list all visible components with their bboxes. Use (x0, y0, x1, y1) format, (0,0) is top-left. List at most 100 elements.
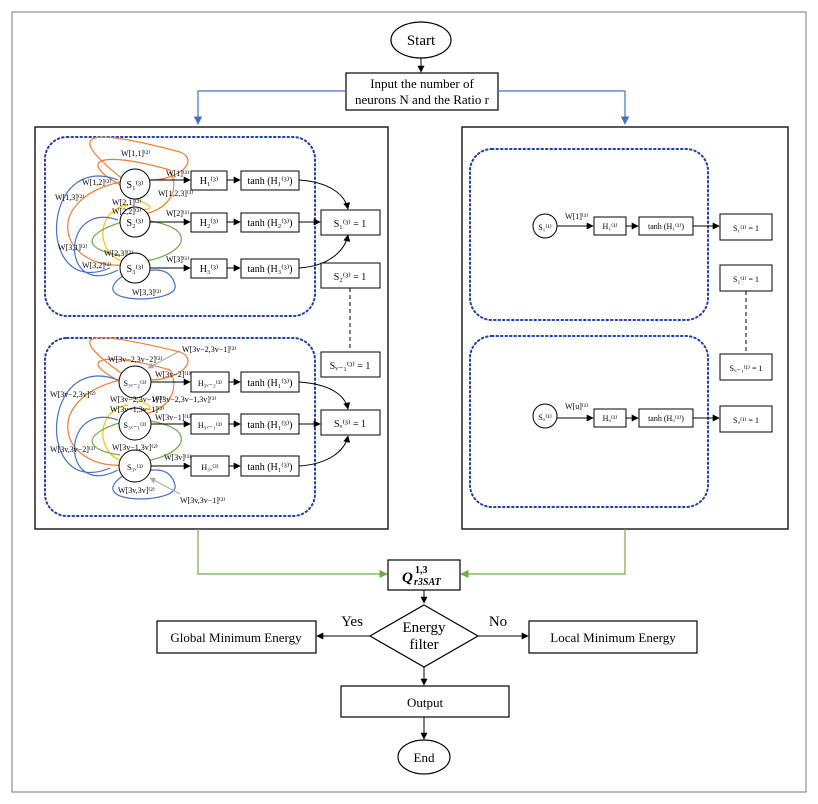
end-terminator (397, 739, 451, 775)
input-line1: Input the number of (370, 76, 474, 91)
energy-filter-decision (368, 604, 480, 668)
state-s1-3-box (320, 209, 381, 236)
weight-b5: W[3v−1,3v−1]⁽²⁾ (110, 405, 164, 414)
state-sv1-3: Sᵥ₋₁⁽³⁾ = 1 (330, 361, 371, 372)
weight-b2: W[3v−2,3v−2]⁽²⁾ (108, 355, 162, 364)
tanh-b1-label: tanh (H₁⁽³⁾) (248, 378, 293, 389)
weight-w21: W[2,1]⁽²⁾ (112, 198, 141, 207)
input-process-box (345, 72, 499, 111)
filter-line1: Energy (402, 620, 446, 636)
local-min-label: Local Minimum Energy (550, 630, 676, 645)
filter-line2: filter (409, 637, 438, 653)
neuron-s1-3 (119, 168, 151, 200)
weight-w1-3: W[3]⁽¹⁾ (166, 255, 189, 264)
blue-arrow-right (498, 90, 630, 125)
neuron-su-1 (532, 403, 558, 429)
green-arrow-left (197, 529, 388, 579)
weight-w123: W[1,2,3]⁽³⁾ (158, 189, 193, 198)
state-s2-3: S₂⁽³⁾ = 1 (334, 272, 367, 283)
neuron-s3v-1-label: S₃ᵥ₋₁⁽³⁾ (124, 421, 147, 430)
state-su1-1: Sᵤ₋₁⁽¹⁾ = 1 (730, 364, 763, 373)
output-label: Output (407, 695, 444, 710)
global-min-box (156, 620, 317, 654)
right-bottom-cluster-border (469, 335, 709, 508)
global-min-label: Global Minimum Energy (170, 630, 302, 645)
weight-b7: W[3v,3v−2]⁽²⁾ (50, 445, 95, 454)
h3v2-label: H₃ᵥ₋₂⁽³⁾ (198, 379, 222, 388)
weight-b1-3: W[3v]⁽¹⁾ (164, 453, 191, 462)
weight-b4: W[3v−2,3v−1]⁽²⁾ (110, 395, 164, 404)
end-label: End (414, 750, 435, 765)
weight-b3: W[3v−2,3v]⁽²⁾ (50, 390, 96, 399)
output-box (340, 685, 510, 718)
weight-w31: W[3,1]⁽²⁾ (58, 243, 87, 252)
state-su1-1-box (719, 353, 773, 381)
input-line2: neurons N and the Ratio r (355, 92, 490, 107)
blue-arrow-left (193, 90, 346, 125)
state-su-1-box (719, 405, 773, 433)
state-su-1: Sᵤ⁽¹⁾ = 1 (733, 416, 759, 425)
q-r3sat-sub: r3SAT (414, 577, 442, 588)
local-min-box (528, 620, 698, 654)
neuron-su-1-label: Sᵤ⁽¹⁾ (538, 413, 551, 422)
neuron-s3-3-label: S₃⁽³⁾ (127, 264, 144, 275)
h3v1-label: H₃ᵥ₋₁⁽³⁾ (198, 421, 222, 430)
neuron-s2-3-label: S₂⁽³⁾ (127, 218, 144, 229)
h2-3-label: H₂⁽³⁾ (200, 218, 219, 229)
state-s2-1: S₂⁽¹⁾ = 1 (733, 275, 759, 284)
state-sv1-3-box (320, 351, 381, 378)
tanh-r1-label: tanh (H₁⁽¹⁾) (648, 222, 684, 231)
neuron-s3v-label: S₃ᵥ⁽³⁾ (127, 463, 143, 472)
tanh3-3-label: tanh (H₃⁽³⁾) (248, 264, 293, 275)
neuron-s1-1-label: S₁⁽¹⁾ (538, 223, 552, 232)
state-s2-1-box (719, 264, 773, 292)
state-sv-3-box (320, 409, 381, 436)
tanh-b3-label: tanh (H₁⁽³⁾) (248, 462, 293, 473)
left-bottom-cluster-border (44, 337, 316, 517)
tanh2-3-label: tanh (H₂⁽³⁾) (248, 218, 293, 229)
h1-1-label: H₁⁽¹⁾ (603, 222, 618, 231)
weight-b123: W[3v−2,3v−1,3v]⁽³⁾ (152, 395, 216, 404)
weight-w23: W[2,3]⁽²⁾ (104, 249, 133, 258)
q-r3sat-sup: 1,3 (415, 565, 428, 576)
weight-b1: W[3v−2,3v−1]⁽²⁾ (182, 345, 236, 354)
weight-w1-1: W[1]⁽¹⁾ (166, 169, 189, 178)
weight-w33: W[3,3]⁽²⁾ (132, 288, 161, 297)
q-r3sat-main: Q (402, 570, 413, 586)
right-top-cluster-border (469, 148, 709, 321)
h3-3-label: H₃⁽³⁾ (200, 264, 219, 275)
weight-r1: W[1]⁽¹⁾ (565, 212, 588, 221)
right-panel (461, 126, 789, 530)
state-sv-3: Sᵥ⁽³⁾ = 1 (334, 419, 366, 430)
state-s1-1: S₁⁽¹⁾ = 1 (733, 224, 759, 233)
h3v-label: H₃ᵥ⁽³⁾ (201, 463, 218, 472)
q-r3sat-box (387, 559, 461, 591)
tanh3-3-box (240, 258, 300, 279)
weight-b9: W[3v,3v−1]⁽²⁾ (180, 496, 225, 505)
state-s1-3: S₁⁽³⁾ = 1 (334, 219, 367, 230)
outer-frame (11, 11, 807, 793)
yes-label: Yes (341, 614, 363, 630)
h1-3-label: H₁⁽³⁾ (200, 176, 219, 187)
start-label: Start (407, 33, 436, 49)
weight-w13: W[1,3]⁽²⁾ (55, 193, 84, 202)
bottom-cluster-edges (56, 337, 189, 500)
tanh-ru-label: tanh (Hᵤ⁽¹⁾) (648, 414, 684, 423)
tanh-b2-label: tanh (H₁⁽³⁾) (248, 420, 293, 431)
state-s2-3-box (320, 262, 381, 289)
weight-ru: W[u]⁽¹⁾ (565, 402, 588, 411)
neuron-s1-3-label: S₁⁽³⁾ (127, 180, 144, 191)
weight-b1-1: W[3v−2]⁽¹⁾ (155, 370, 191, 379)
hu-1-label: Hᵤ⁽¹⁾ (603, 414, 618, 423)
weight-w1-2: W[2]⁽¹⁾ (166, 209, 189, 218)
state-s1-1-box (719, 213, 773, 241)
weight-w12: W[1,2]⁽²⁾ (82, 178, 111, 187)
weight-w22: W[2,2]⁽²⁾ (112, 207, 141, 216)
top-cluster-edges (56, 136, 189, 300)
weight-b6: W[3v−1,3v]⁽²⁾ (112, 443, 158, 452)
tanh1-3-label: tanh (H₁⁽³⁾) (248, 176, 293, 187)
weight-b8: W[3v,3v]⁽²⁾ (118, 486, 155, 495)
weight-b1-2: W[3v−1]⁽¹⁾ (155, 413, 191, 422)
